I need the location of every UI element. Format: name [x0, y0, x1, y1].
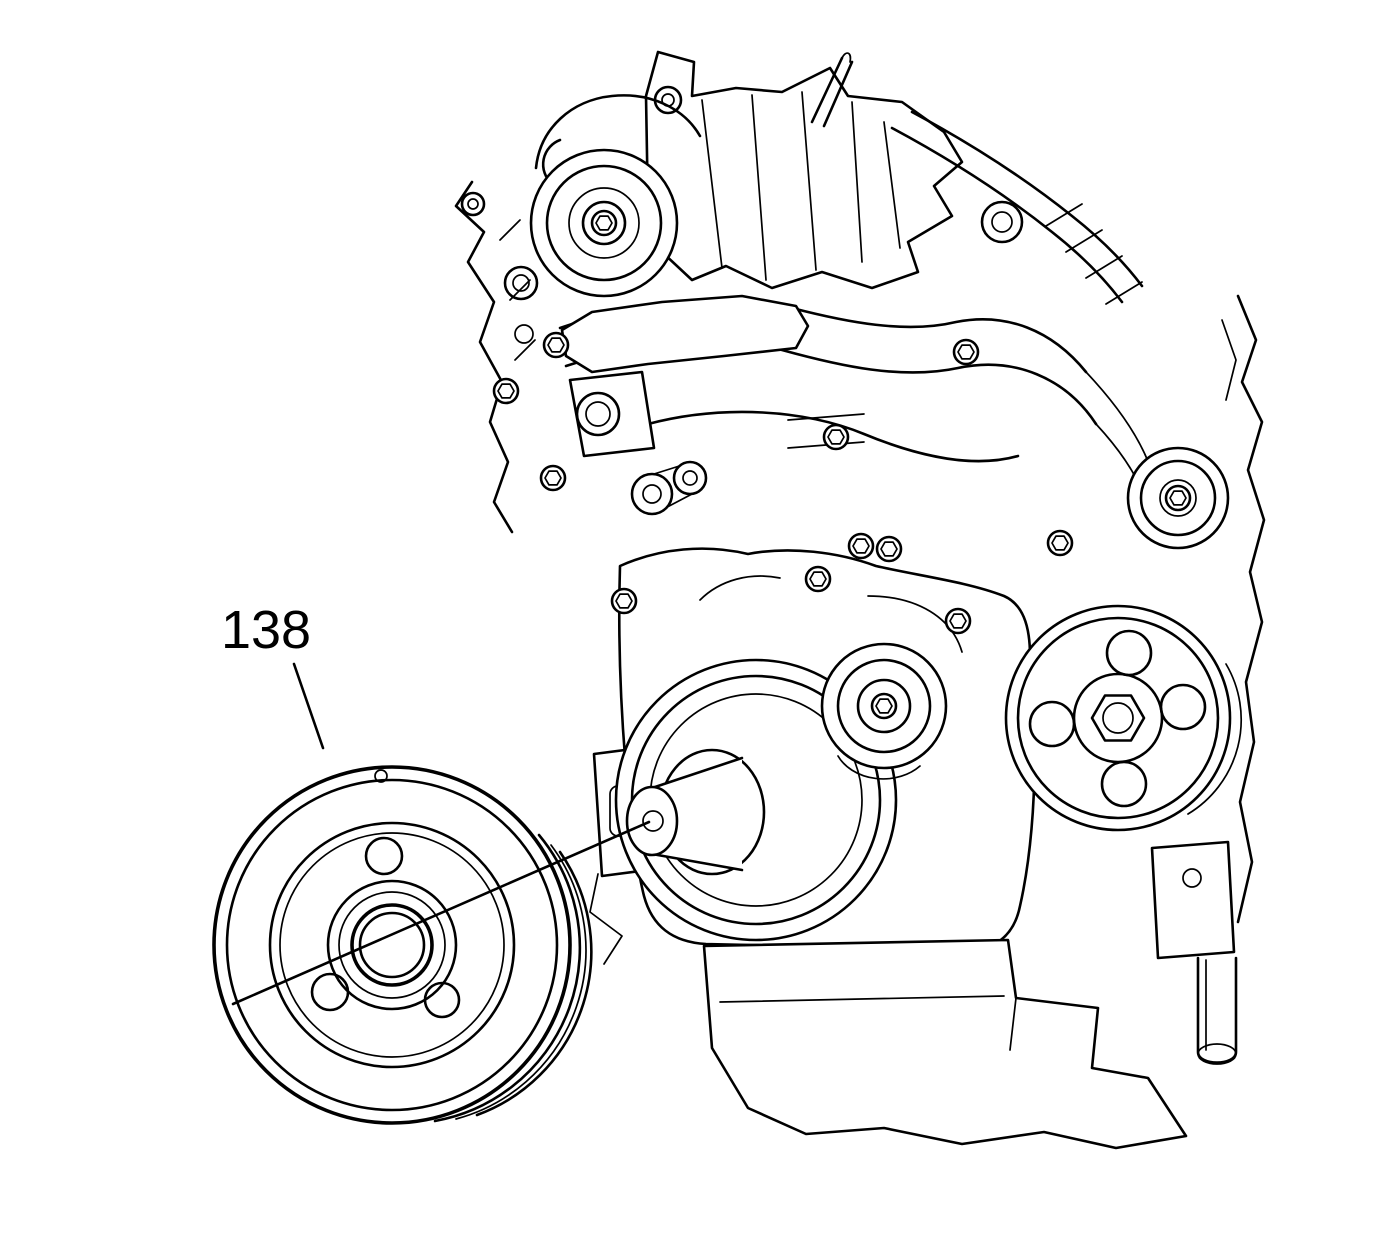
engine-upper-pipes: [890, 110, 1144, 305]
callout-label: 138: [221, 600, 311, 660]
engine-mid-arm: [560, 294, 810, 516]
balancer-face-ring: [268, 821, 516, 1069]
callout: 138: [221, 600, 651, 1006]
water-pump-pulley: [1004, 604, 1243, 832]
belt-tensioner-pulley: [820, 642, 948, 780]
balancer-hub-ring: [338, 891, 446, 999]
engine-right-edge: [1221, 294, 1266, 924]
balancer-groove-arc: [433, 833, 582, 1123]
crank-snout-end: [625, 785, 679, 857]
balancer-hub: [326, 879, 458, 1011]
water-pump-nut: [1090, 694, 1146, 742]
oil-pan: [702, 938, 1188, 1150]
dipstick-tube: [810, 52, 854, 128]
lower-right-bracket: [1150, 840, 1238, 1065]
balancer-face-ring-inner: [279, 832, 505, 1058]
balancer-rim-ring: [225, 778, 559, 1112]
crankshaft-balancer: [212, 765, 593, 1125]
balancer-lightening-hole: [364, 836, 404, 876]
balancer-groove-arc: [455, 844, 587, 1120]
balancer-groove-arc: [475, 850, 593, 1117]
engine-assembly: [454, 50, 1266, 1150]
engine-top-bracket: [644, 50, 964, 290]
top-idler-pulley: [529, 94, 702, 298]
callout-leader-line: [292, 662, 325, 750]
balancer-rim-hole: [374, 769, 388, 783]
right-idler-pulley: [1126, 446, 1230, 550]
balancer-lightening-hole: [310, 972, 350, 1012]
balancer-lightening-hole: [423, 981, 461, 1019]
balancer-center-bore-inner: [358, 911, 426, 979]
balancer-outer-rim: [212, 765, 572, 1125]
balancer-center-bore: [350, 903, 434, 987]
roller-spacers: [630, 460, 708, 516]
axis-leader-line: [231, 820, 651, 1006]
